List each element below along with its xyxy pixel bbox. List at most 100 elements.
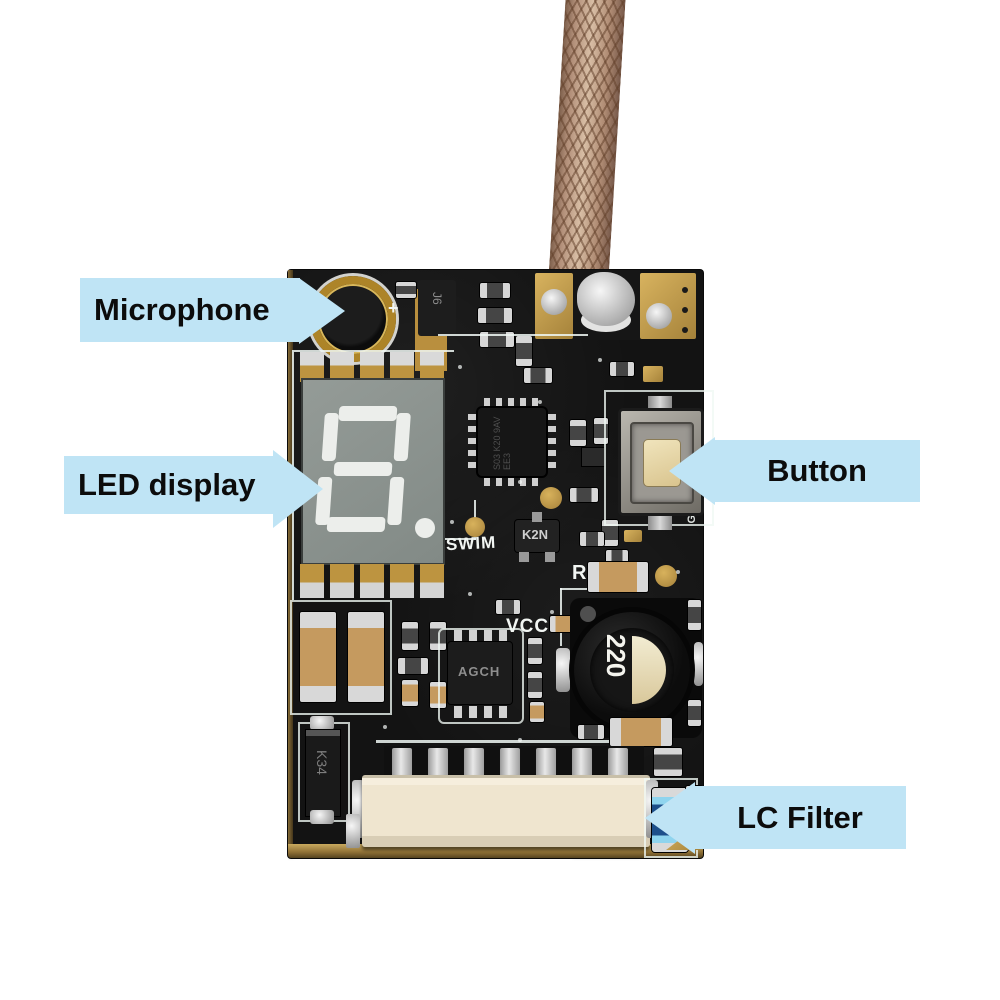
- chip-resistor: [516, 336, 532, 366]
- silkscreen-trace: [438, 334, 588, 336]
- diode-k34: K34: [306, 730, 340, 816]
- callout-microphone-label: Microphone: [94, 292, 270, 327]
- callout-lc-filter: LC Filter: [694, 786, 906, 849]
- diode-marking: K34: [314, 750, 330, 775]
- chip-resistor: [602, 520, 618, 546]
- chip-component: [582, 448, 604, 466]
- silkscreen-swim: SWIM: [445, 532, 497, 555]
- via: [676, 570, 680, 574]
- tantalum-capacitor: [348, 612, 384, 702]
- connector-pin: [464, 748, 484, 778]
- chip-resistor: [402, 622, 418, 650]
- chip-resistor: [478, 308, 512, 323]
- pad-hole: [682, 327, 688, 333]
- display-pin: [390, 564, 414, 598]
- chip-resistor: [570, 420, 586, 446]
- display-segment: [321, 413, 339, 461]
- transistor-marking: K2N: [522, 527, 549, 542]
- chip-resistor: [688, 600, 701, 630]
- mcu-pins: [548, 414, 556, 470]
- chip-resistor: [524, 368, 552, 383]
- chip-marking: J6: [430, 292, 444, 305]
- display-pin: [390, 352, 414, 382]
- chip-resistor: [496, 600, 520, 614]
- mcu-pins: [468, 414, 476, 470]
- display-pin: [300, 352, 324, 382]
- inductor-corner-mark: [580, 606, 596, 622]
- chip-capacitor: [402, 680, 418, 706]
- display-decimal-point: [415, 518, 435, 538]
- pad-hole: [682, 307, 688, 313]
- silkscreen-trace: [376, 740, 656, 743]
- pad-hole: [682, 287, 688, 293]
- solder-pad: [643, 366, 663, 382]
- solder-tab: [694, 642, 703, 686]
- solder-joint: [310, 810, 334, 824]
- gold-via-pad: [540, 487, 562, 509]
- chip-resistor: [580, 532, 604, 546]
- antenna-feed-area: [573, 270, 640, 340]
- via: [518, 480, 522, 484]
- display-segment: [338, 406, 398, 421]
- chip-resistor: [396, 282, 416, 298]
- chip-resistor: [578, 725, 604, 739]
- chip-capacitor: [530, 702, 544, 722]
- callout-lc-filter-arrow: [645, 782, 695, 854]
- callout-led-display-arrow: [273, 450, 323, 528]
- transistor-leg: [545, 552, 555, 562]
- connector-pin: [428, 748, 448, 778]
- button-post: [648, 396, 672, 410]
- display-pin: [300, 564, 324, 598]
- display-pin: [330, 564, 354, 598]
- pcb-board: + J6: [288, 270, 714, 858]
- pcb-board-wrap: + J6: [288, 270, 714, 858]
- connector-pin: [536, 748, 556, 778]
- antenna-ground-pad: [640, 273, 696, 339]
- callout-led-display-label: LED display: [78, 467, 256, 502]
- solder-tab: [556, 648, 570, 692]
- chip-resistor: [606, 550, 628, 564]
- chip-resistor: [610, 362, 634, 376]
- callout-button-label: Button: [767, 453, 867, 488]
- capacitor: [610, 718, 672, 746]
- chip-resistor: [654, 748, 682, 776]
- silkscreen-trace: [438, 538, 476, 540]
- solder-joint: [646, 303, 672, 329]
- silkscreen-trace: [294, 350, 454, 352]
- callout-button: Button: [714, 440, 920, 502]
- chip-resistor: [398, 658, 428, 674]
- display-segment: [387, 477, 405, 525]
- ffc-connector: [362, 775, 650, 847]
- display-pin: [360, 564, 384, 598]
- board-reflection: + J6: [288, 270, 714, 1000]
- solder-joint: [541, 289, 567, 315]
- transistor-k2n: K2N: [515, 512, 559, 562]
- connector-pin: [608, 748, 628, 778]
- transistor-j6: J6: [418, 280, 456, 336]
- board-gold-bottom-edge: [288, 844, 703, 858]
- mcu-pins: [484, 478, 540, 486]
- callout-led-display: LED display: [64, 456, 274, 514]
- via: [468, 592, 472, 596]
- via: [450, 520, 454, 524]
- callout-microphone: Microphone: [80, 278, 300, 342]
- connector-pin: [572, 748, 592, 778]
- tantalum-capacitor: [300, 612, 336, 702]
- corner-bracket: [346, 814, 360, 848]
- button-post: [648, 516, 672, 530]
- audio-ic: AGCH: [448, 642, 512, 704]
- callout-microphone-arrow: [299, 278, 345, 344]
- via: [538, 400, 542, 404]
- connector-pin: [392, 748, 412, 778]
- mcu-pins: [484, 398, 540, 406]
- silkscreen-vcc: VCC: [506, 616, 550, 637]
- callout-lc-filter-label: LC Filter: [737, 799, 863, 835]
- digit: [315, 406, 426, 532]
- soic-silkscreen-outline: [438, 628, 524, 724]
- caps-silkscreen-outline: [290, 600, 392, 715]
- callout-button-arrow: [669, 437, 715, 505]
- chip-resistor: [688, 700, 701, 726]
- gold-via-pad: [655, 565, 677, 587]
- via: [383, 725, 387, 729]
- solder-joint: [310, 716, 334, 730]
